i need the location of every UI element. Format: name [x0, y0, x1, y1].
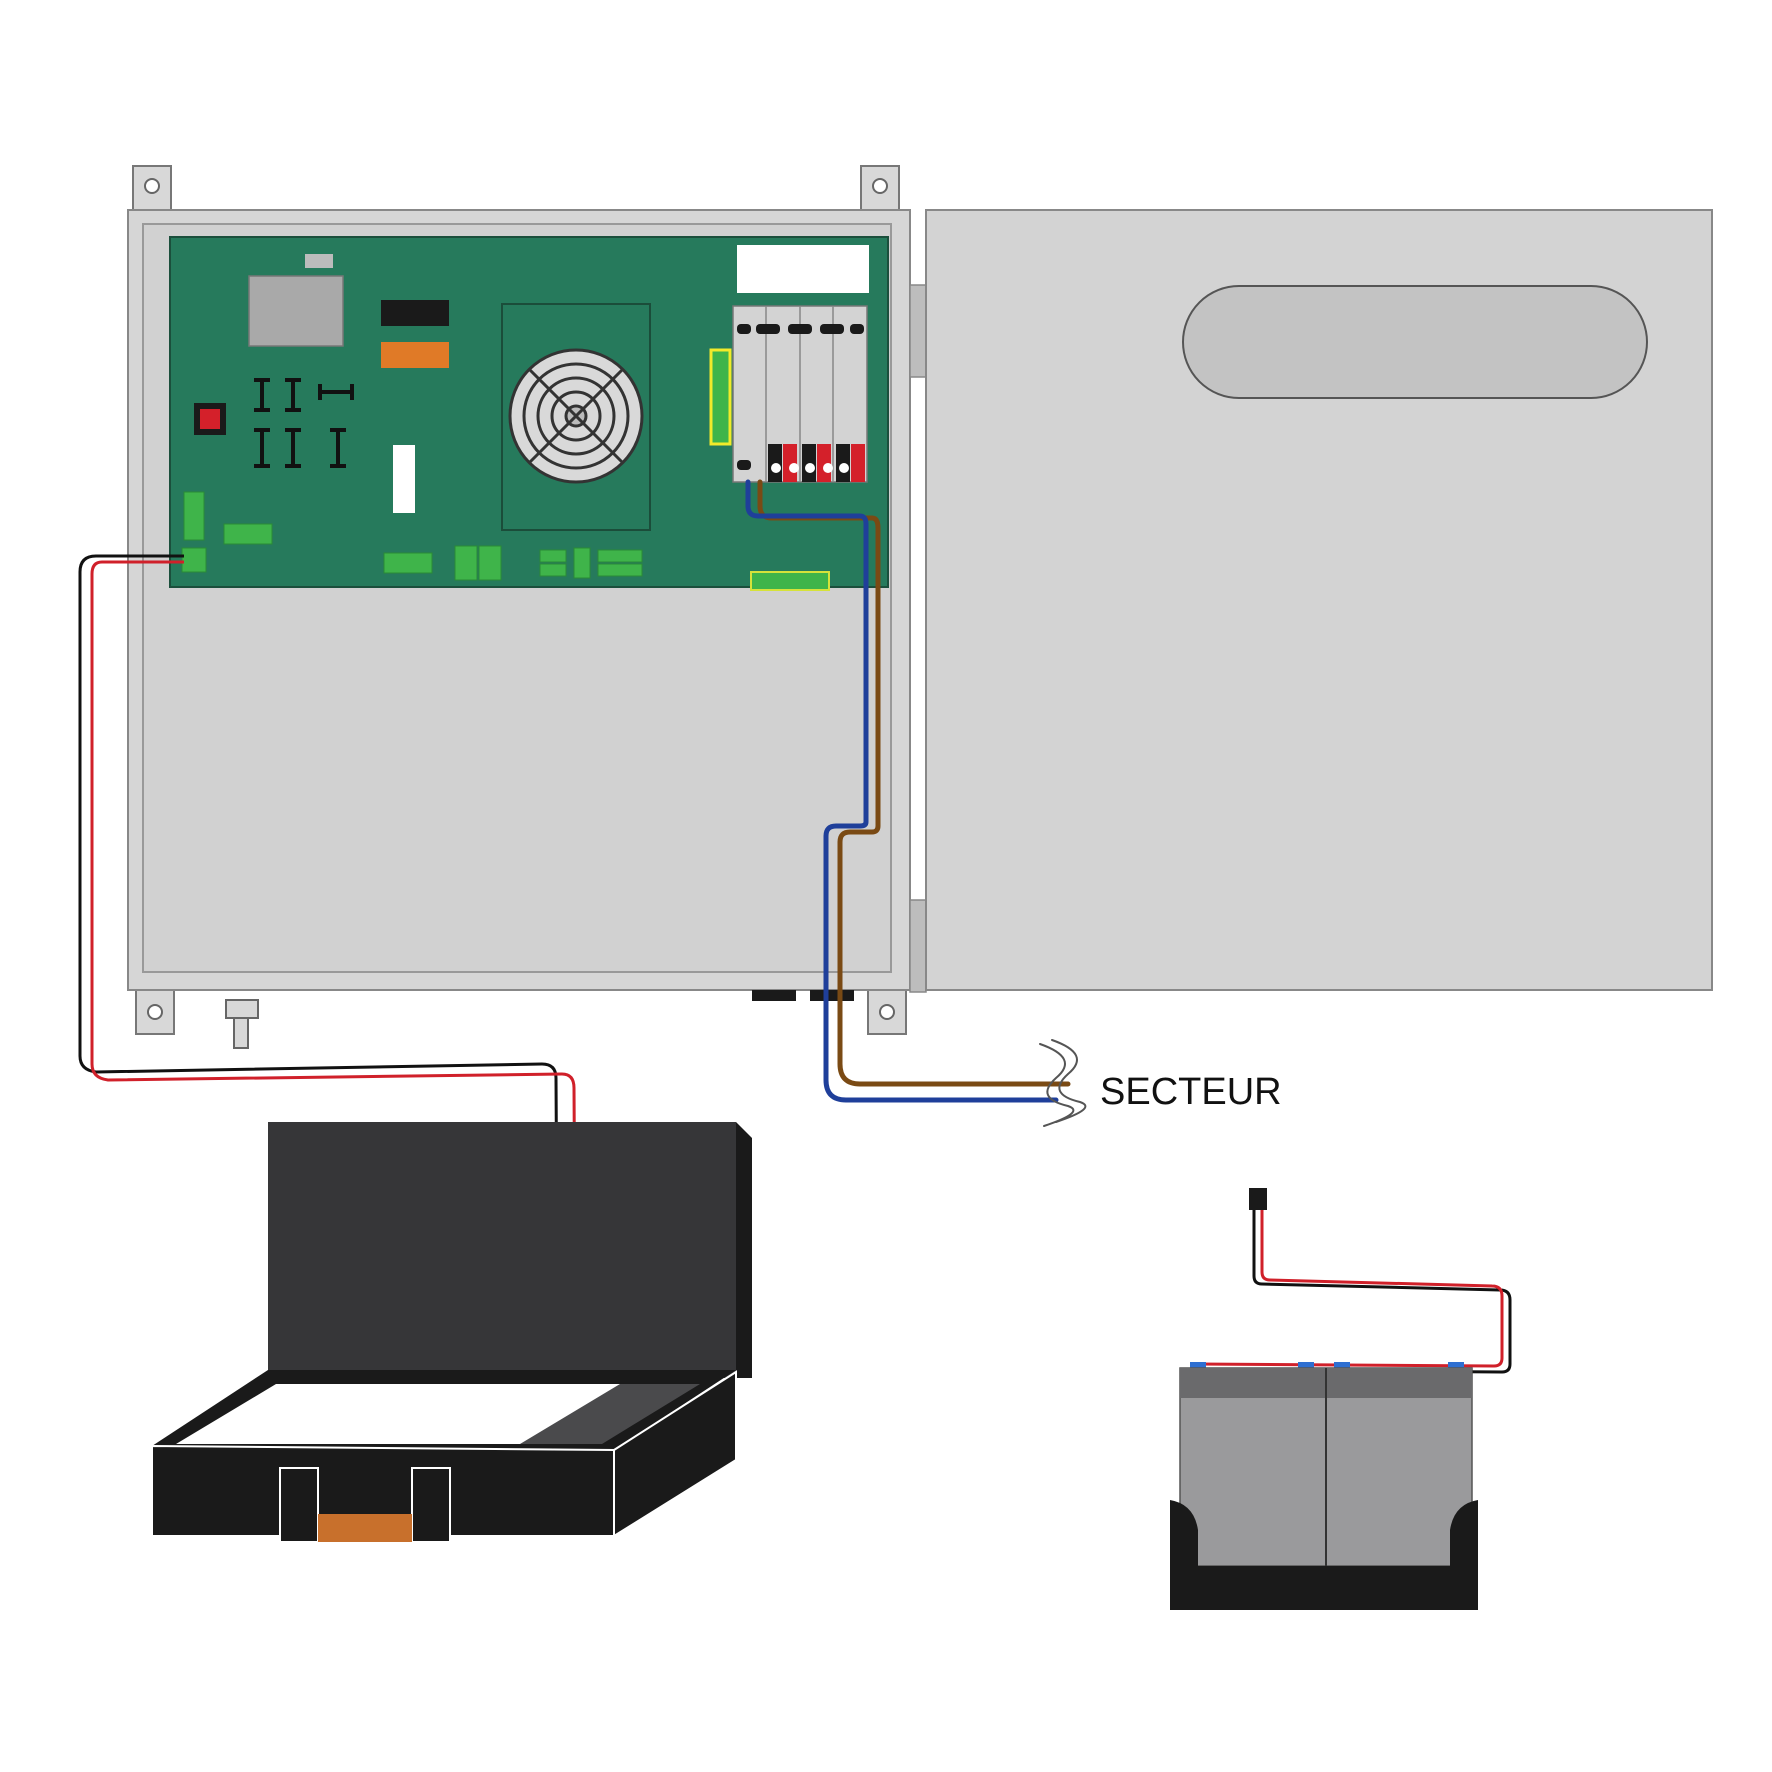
battery-terminal: [1448, 1362, 1464, 1370]
tray-lid-side: [736, 1122, 752, 1378]
battery-pack: [1170, 1188, 1512, 1610]
battery-holder: [1170, 1500, 1478, 1610]
breaker-block: [732, 305, 868, 483]
mounting-tab-bottom-left: [135, 989, 175, 1035]
battery-wiring: [78, 554, 578, 1421]
mounting-tab-bottom-right: [867, 989, 907, 1035]
wire-neutral: [745, 479, 1059, 1103]
transformer: [248, 275, 344, 347]
door-handle-slot: [1182, 285, 1648, 399]
mounting-tab-top-right: [860, 165, 900, 211]
battery-connector: [1249, 1188, 1267, 1210]
mains-label: SECTEUR: [1100, 1071, 1282, 1113]
green-connectors: [181, 491, 830, 591]
tray-clasp-right: [411, 1467, 451, 1543]
tray-clasp-plate: [318, 1514, 412, 1542]
mounting-tab-top-left: [132, 165, 172, 211]
earth-stud: [225, 999, 259, 1049]
wire-red: [90, 560, 578, 1421]
fan-icon: [501, 303, 651, 531]
tray-side: [613, 1370, 737, 1538]
tray-interior: [176, 1384, 622, 1444]
battery-leads: [1195, 1210, 1512, 1374]
hinge-top: [909, 284, 927, 378]
reset-button: [194, 403, 226, 435]
connector-yellow: [709, 348, 732, 446]
mains-wiring: [745, 479, 1087, 1127]
battery-tray: [151, 1122, 752, 1543]
pcb-board: [169, 236, 889, 591]
battery-terminal: [1298, 1362, 1314, 1370]
fuse-white: [393, 445, 415, 513]
hinge-bottom: [909, 899, 927, 993]
cable-gland-right: [810, 990, 854, 1001]
diode-cluster: [254, 378, 354, 468]
cable-gland-left: [752, 990, 796, 1001]
battery-terminal: [1334, 1362, 1350, 1370]
relay-black: [381, 300, 449, 326]
relay-orange: [381, 342, 449, 368]
tray-clasp-left: [279, 1467, 319, 1543]
small-component: [305, 254, 333, 268]
mains-break-symbol: [1039, 1039, 1087, 1127]
cabinet-door: [925, 209, 1713, 991]
wire-black: [78, 554, 560, 1411]
tray-lid: [268, 1122, 736, 1378]
pcb-label-area: [737, 245, 869, 293]
tray-interior-shadow: [520, 1384, 700, 1444]
battery-terminal: [1190, 1362, 1206, 1370]
